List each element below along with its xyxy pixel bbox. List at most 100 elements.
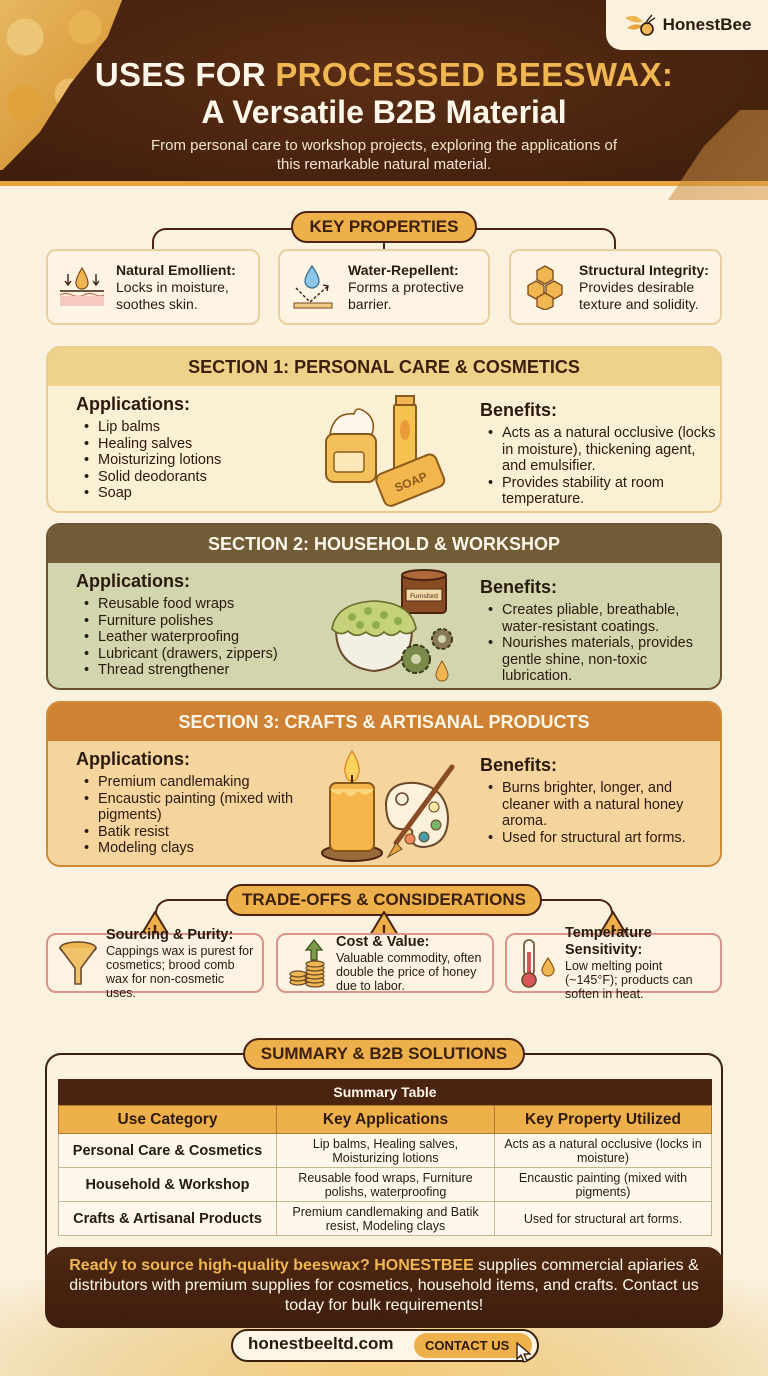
table-header-row: Use Category Key Applications Key Proper…	[58, 1105, 712, 1134]
benefit-item: Burns brighter, longer, and cleaner with…	[480, 780, 720, 830]
application-item: Encaustic painting (mixed with pigments)	[76, 791, 306, 824]
brand-logo[interactable]: HonestBee	[606, 0, 768, 50]
brand-name: HonestBee	[662, 15, 752, 34]
tradeoff-desc: Valuable commodity, often double the pri…	[336, 950, 482, 993]
property-desc: Provides desirable texture and solidity.	[579, 278, 699, 312]
cta-highlight: Ready to source high-quality beeswax? HO…	[69, 1257, 474, 1274]
property-title: Structural Integrity:	[579, 261, 709, 278]
application-item: Furniture polishes	[76, 613, 306, 630]
applications-column: Applications: Reusable food wraps Furnit…	[76, 571, 306, 679]
benefits-column: Benefits: Burns brighter, longer, and cl…	[480, 755, 720, 846]
application-item: Lip balms	[76, 419, 306, 436]
table-row: Household & Workshop Reusable food wraps…	[58, 1167, 712, 1202]
table-cell: Premium candlemaking and Batik resist, M…	[276, 1201, 495, 1236]
column-header: Key Applications	[276, 1105, 495, 1134]
skin-droplet-icon	[59, 266, 105, 306]
benefits-column: Benefits: Creates pliable, breathable, w…	[480, 577, 720, 685]
application-item: Modeling clays	[76, 840, 306, 857]
property-card-structural: Structural Integrity: Provides desirable…	[509, 249, 722, 325]
section-heading: SECTION 2: HOUSEHOLD & WORKSHOP	[48, 525, 720, 563]
section-crafts: SECTION 3: CRAFTS & ARTISANAL PRODUCTS A…	[46, 701, 722, 867]
svg-text:Furnsford: Furnsford	[410, 593, 438, 600]
property-card-water-repellent: Water-Repellent: Forms a protective barr…	[278, 249, 490, 325]
section-household: SECTION 2: HOUSEHOLD & WORKSHOP Applicat…	[46, 523, 722, 690]
tradeoff-card-sourcing: Sourcing & Purity: Cappings wax is pures…	[46, 927, 264, 1000]
property-card-emollient: Natural Emollient: Locks in moisture, so…	[46, 249, 260, 325]
tradeoff-title: Cost & Value:	[336, 933, 430, 950]
page-title-line1: USES FOR PROCESSED BEESWAX:	[0, 56, 768, 94]
table-cell: Acts as a natural occlusive (locks in mo…	[494, 1133, 712, 1168]
applications-label: Applications:	[76, 749, 191, 769]
table-cell: Used for structural art forms.	[494, 1201, 712, 1236]
benefit-item: Provides stability at room temperature.	[480, 475, 720, 508]
thermometer-icon	[521, 939, 555, 988]
water-repel-icon	[293, 264, 333, 309]
section-heading: SECTION 1: PERSONAL CARE & COSMETICS	[48, 348, 720, 386]
applications-column: Applications: Lip balms Healing salves M…	[76, 394, 306, 502]
page-title-line2: A Versatile B2B Material	[201, 94, 567, 130]
cosmetics-icon: SOAP	[325, 395, 446, 507]
summary-heading: SUMMARY & B2B SOLUTIONS	[243, 1038, 525, 1070]
cursor-click-icon	[510, 1336, 532, 1363]
tradeoff-card-cost: Cost & Value: Valuable commodity, often …	[276, 933, 494, 993]
section-heading: SECTION 3: CRAFTS & ARTISANAL PRODUCTS	[48, 703, 720, 741]
property-title: Natural Emollient:	[116, 261, 236, 278]
column-header: Use Category	[58, 1105, 277, 1134]
applications-label: Applications:	[76, 394, 191, 414]
tradeoff-card-temperature: Temperature Sensitivity: Low melting poi…	[505, 925, 722, 1001]
section-personal-care: SECTION 1: PERSONAL CARE & COSMETICS App…	[46, 346, 722, 513]
svg-text:!: !	[381, 922, 387, 942]
applications-label: Applications:	[76, 571, 191, 591]
cta-banner: Ready to source high-quality beeswax? HO…	[45, 1247, 723, 1328]
table-cell: Reusable food wraps, Furniture polishs, …	[276, 1167, 495, 1202]
table-caption: Summary Table	[58, 1079, 712, 1105]
application-item: Solid deodorants	[76, 469, 306, 486]
application-item: Thread strengthener	[76, 662, 306, 679]
coins-icon	[289, 939, 325, 988]
application-item: Reusable food wraps	[76, 596, 306, 613]
funnel-icon	[59, 941, 97, 985]
application-item: Leather waterproofing	[76, 629, 306, 646]
tradeoff-title: Sourcing & Purity:	[106, 926, 234, 943]
bee-logo-icon	[624, 14, 655, 36]
cta-body: supplies commercial apiaries & distribut…	[69, 1257, 699, 1314]
table-row: Personal Care & Cosmetics Lip balms, Hea…	[58, 1133, 712, 1168]
honeycomb-icon	[527, 265, 563, 310]
property-title: Water-Repellent:	[348, 261, 459, 278]
table-cell: Lip balms, Healing salves, Moisturizing …	[276, 1133, 495, 1168]
svg-text:!: !	[152, 922, 158, 942]
table-cell: Crafts & Artisanal Products	[58, 1201, 277, 1236]
benefit-item: Creates pliable, breathable, water-resis…	[480, 602, 720, 635]
benefit-item: Acts as a natural occlusive (locks in mo…	[480, 425, 720, 475]
benefits-label: Benefits:	[480, 400, 558, 420]
benefits-label: Benefits:	[480, 755, 558, 775]
property-desc: Forms a protective barrier.	[348, 278, 464, 312]
table-cell: Encaustic painting (mixed with pigments)	[494, 1167, 712, 1202]
contact-us-button[interactable]: CONTACT US	[414, 1333, 532, 1358]
connector-line	[383, 240, 385, 250]
benefits-column: Benefits: Acts as a natural occlusive (l…	[480, 400, 720, 508]
page-subtitle: From personal care to workshop projects,…	[150, 137, 618, 173]
tradeoff-title: Temperature Sensitivity:	[565, 925, 652, 958]
application-item: Lubricant (drawers, zippers)	[76, 646, 306, 663]
applications-column: Applications: Premium candlemaking Encau…	[76, 749, 306, 857]
property-desc: Locks in moisture, soothes skin.	[116, 278, 229, 312]
application-item: Soap	[76, 485, 306, 502]
household-icon: Furnsford	[331, 569, 453, 682]
benefit-item: Used for structural art forms.	[480, 830, 720, 847]
key-properties-heading: KEY PROPERTIES	[291, 211, 477, 243]
application-item: Moisturizing lotions	[76, 452, 306, 469]
summary-table: Summary Table Use Category Key Applicati…	[58, 1079, 712, 1236]
benefit-item: Nourishes materials, provides gentle shi…	[480, 635, 720, 685]
table-cell: Personal Care & Cosmetics	[58, 1133, 277, 1168]
benefits-label: Benefits:	[480, 577, 558, 597]
application-item: Healing salves	[76, 436, 306, 453]
tradeoffs-heading: TRADE-OFFS & CONSIDERATIONS	[226, 884, 542, 916]
header-banner: HonestBee USES FOR PROCESSED BEESWAX: A …	[0, 0, 768, 200]
candle-palette-icon	[321, 749, 455, 862]
application-item: Batik resist	[76, 824, 306, 841]
website-link[interactable]: honestbeeltd.com	[248, 1334, 394, 1353]
tradeoff-desc: Low melting point (~145°F); products can…	[565, 959, 693, 1001]
table-row: Crafts & Artisanal Products Premium cand…	[58, 1201, 712, 1236]
